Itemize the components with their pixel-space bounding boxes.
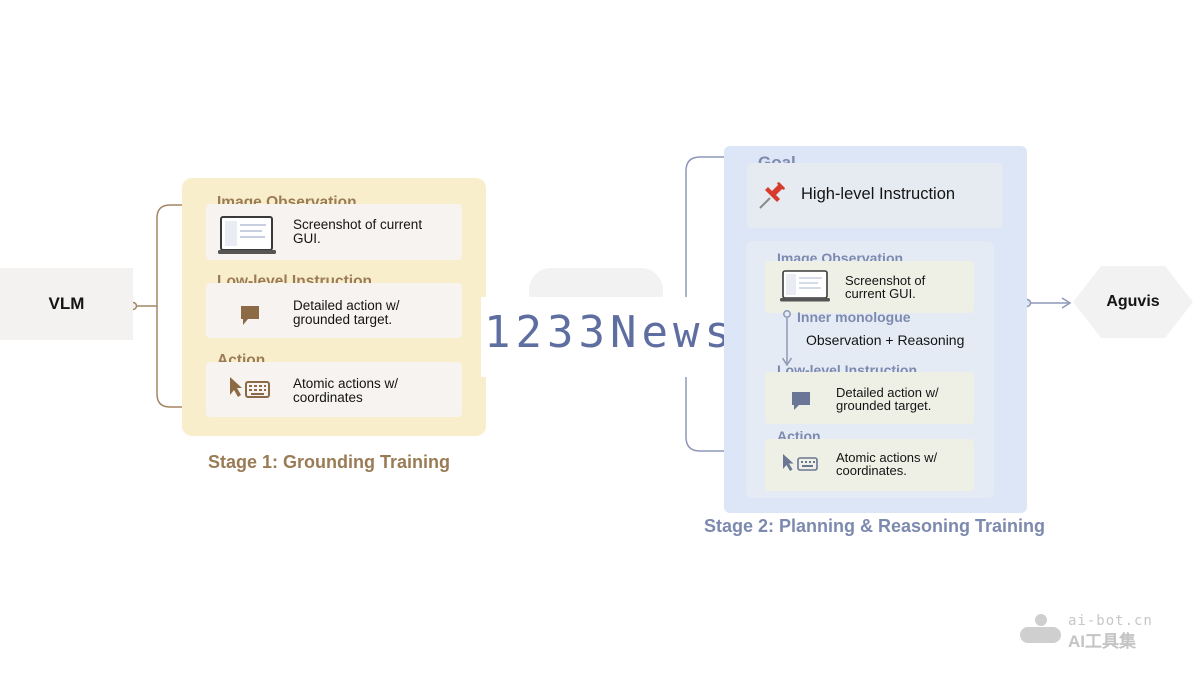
goal-text: High-level Instruction — [801, 185, 956, 203]
watermark-box — [481, 297, 688, 377]
cursor-icon — [783, 454, 794, 471]
stage2-title: Stage 2: Planning & Reasoning Training — [704, 516, 1046, 536]
vlm-label: VLM — [48, 294, 85, 313]
stage1-action-text: Atomic actions w/ coordinates — [293, 376, 399, 405]
speech-bubble-icon — [241, 306, 259, 325]
speech-bubble-icon — [792, 392, 810, 410]
pushpin-icon — [759, 182, 785, 209]
stage1-title: Stage 1: Grounding Training — [208, 452, 451, 472]
aguvis-node-shape — [1073, 266, 1193, 338]
inner-monologue-label: Inner monologue — [797, 309, 911, 325]
aguvis-label: Aguvis — [1106, 293, 1160, 310]
stage1-action-card — [206, 362, 462, 417]
vlm-node: VLM — [0, 268, 133, 340]
keyboard-icon — [245, 381, 270, 398]
watermark-logo-icon — [1020, 614, 1061, 643]
stage2-image-observation-text: Screenshot of current GUI. — [845, 273, 926, 301]
laptop-icon — [218, 216, 276, 254]
goal-card — [747, 163, 1003, 228]
laptop-icon — [780, 270, 830, 302]
watermark-site-name: AI工具集 — [1068, 632, 1136, 651]
aguvis-node: Aguvis — [1073, 266, 1193, 338]
stage2-action-text: Atomic actions w/ coordinates. — [836, 450, 938, 478]
stage2-low-level-instruction-text: Detailed action w/ grounded target. — [836, 385, 939, 413]
cursor-icon — [230, 377, 242, 397]
keyboard-icon — [797, 457, 818, 471]
watermark-text: 1233News — [484, 307, 736, 358]
stage1-image-observation-text: Screenshot of current GUI. — [293, 217, 423, 246]
inner-monologue-arrow — [781, 310, 793, 367]
stage2-action-card — [765, 439, 974, 491]
watermark-domain: ai-bot.cn — [1068, 613, 1153, 629]
inner-monologue-text: Observation + Reasoning — [806, 332, 965, 348]
stage1-low-level-instruction-text: Detailed action w/ grounded target. — [293, 298, 400, 327]
